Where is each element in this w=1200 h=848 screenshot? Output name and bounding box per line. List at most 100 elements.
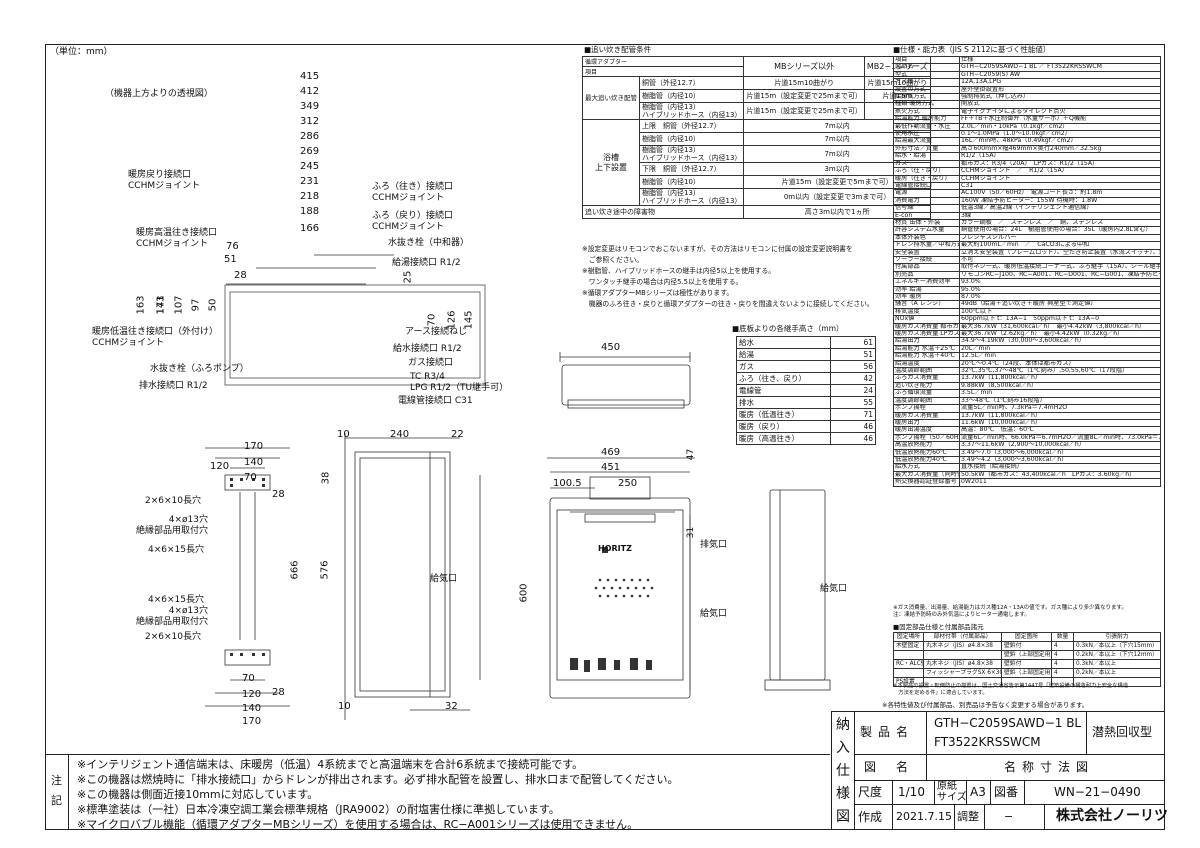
top-view-width-188: 188 [300, 206, 320, 217]
top-view-width-269: 269 [300, 146, 320, 157]
mount-dim-bottom-70: 70 [242, 673, 255, 684]
mount-dim-120: 120 [210, 461, 230, 472]
right-view-drawing [764, 489, 831, 691]
mount-dim-bottom-140: 140 [242, 703, 262, 714]
border-frame [45, 44, 1165, 830]
spec-value: 仕様 [959, 55, 1161, 65]
front-label-exhaust: 排気口 [700, 540, 728, 550]
front-view-drawing [547, 352, 695, 699]
paper-label: 原紙 サイズ [937, 781, 967, 803]
pipe-note: 機器のふろ往き・戻りと循環アダプターの往き・戻りを間違えないように接続してくださ… [582, 300, 874, 308]
title-block: 納入仕様図 製品名 GTH−C2059SAWD−1 BL FT3522KRSSW… [831, 711, 1168, 830]
spec-value: 3.5L／min [959, 389, 1161, 398]
note-line: ※標準塗装は（一社）日本冷凍空調工業会標準規格（JRA9002）の耐塩害仕様に準… [77, 803, 560, 816]
spec-item: 安全装置 [893, 248, 960, 257]
acc-cell: 壁鋲（上部固定用） [1001, 668, 1052, 678]
top-view-label-13: 電線管接続口 C31 [398, 396, 473, 406]
spec-item: 給湯能力 水温＋25℃ [893, 344, 960, 354]
spec-item: 給湯最大流量 [893, 137, 960, 146]
spec-item: 信号線 [893, 204, 960, 213]
bh-value: 55 [830, 396, 876, 409]
spec-item: 給湯温度 [893, 359, 960, 369]
acc-header: 引張耐力 [1073, 632, 1161, 642]
spec-value: 20L／min [959, 344, 1161, 354]
spec-item: 電線管接続口 [893, 181, 960, 191]
pipe-rows_lower-item: 樹脂管（内径10） [638, 175, 745, 189]
pipe-header-adapter: 循環アダプター [581, 56, 745, 67]
drawing-name: 名称寸法図 [1004, 760, 1095, 774]
title-side-char: 入 [836, 740, 850, 756]
bh-item: ふろ（往き、戻り） [736, 372, 831, 385]
company-logo: 株式会社ノーリツ [1056, 808, 1168, 824]
acc-cell [893, 650, 924, 660]
pipe-header-item: 項目 [581, 66, 745, 77]
spec-value: 直水接続（給湯接続） [959, 463, 1161, 472]
spec-item: 暖房出湯温度 [893, 426, 960, 435]
pipe-rows_upper-item: 上限 銅管（外径12.7） [638, 119, 745, 133]
top-view-label-10: 給水接続口 R1/2 [393, 344, 462, 354]
side-dim-38: 38 [320, 471, 332, 485]
spec-value: 屋外壁掛設置形 [959, 85, 1161, 95]
spec-item: 給湯能力 暖房能力 [893, 115, 960, 124]
bh-item: 給湯 [736, 348, 831, 361]
top-view-height-right-70: 70 [426, 313, 438, 327]
pipe-group1: 最大追い炊き配管 [582, 76, 640, 120]
spec-value: 33〜48℃（1℃刻み16段階） [959, 396, 1161, 406]
acc-cell: 壁鋲（上部固定用） [1001, 650, 1052, 660]
spec-item: 消費電力 [893, 196, 960, 206]
mount-dim-70: 70 [244, 472, 257, 483]
mount-label-3: 4×6×15長穴 [148, 595, 204, 605]
front-dim-31: 31 [686, 526, 697, 539]
spec-item: 項目 [893, 55, 960, 65]
paper-size: A3 [970, 785, 986, 799]
spec-item: 製品名 [893, 63, 960, 72]
spec-value: 開放式 [959, 100, 1161, 109]
acc-cell: 4 [1051, 659, 1074, 669]
spec-item: ふろ（往・戻り） [893, 167, 960, 176]
title-side-label: 納入仕様図 [832, 712, 855, 829]
spec-item: 熱交換器認証登録番号 [893, 478, 960, 487]
acc-cell [893, 668, 924, 678]
top-view-label-2: 暖房低温往き接続口（外付け） CCHMジョイント [92, 327, 219, 348]
top-view-label-9: アース接続ねじ [405, 327, 468, 337]
spec-item: 最低作動流量・水圧 [893, 122, 960, 132]
check-label: 調整 [957, 810, 979, 823]
spec-item: 設置の方式 [893, 85, 960, 95]
spec-item: 使用水圧 [893, 130, 960, 139]
spec-value: 立消え安全装置（フレームロッド）、空だき防止装置（水流スイッチ）、過熱防止装置（… [959, 248, 1161, 257]
spec-value: プレシャスシルバー [959, 233, 1161, 243]
bh-item: 暖房（戻り） [736, 420, 831, 433]
mount-label-4: 4×ø13穴 絶縁部品用取付穴 [136, 606, 209, 627]
spec-item: ガス [893, 159, 960, 169]
spec-value: 13.7kW（11,800kcal／h） [959, 411, 1161, 420]
mount-dim-28: 28 [272, 489, 285, 500]
title-side-char: 図 [836, 809, 850, 825]
bh-value: 46 [830, 420, 876, 433]
spec-item: E-con [893, 211, 960, 220]
bh-value: 24 [830, 384, 876, 397]
product-name-1: GTH−C2059SAWD−1 BL [934, 716, 1082, 730]
spec-value: AC100V（50／60Hz） 電源コード長さ：約1.8m [959, 189, 1161, 198]
top-view-width-415: 415 [300, 71, 320, 82]
spec-value: 13.7kW（11,800kcal／h） [959, 374, 1161, 383]
spec-value: 87.0% [959, 292, 1161, 302]
drawing-label: 図名 [864, 760, 929, 774]
spec-value: CCHMジョイント [959, 174, 1161, 183]
spec-value: 3.49〜4.2（3,000〜3,600kcal／h） [959, 455, 1161, 465]
top-view-width-166: 166 [300, 223, 320, 234]
pipe-r1-mb: 片道15m（設定変更で25mまで可） [743, 89, 865, 103]
bh-value: 61 [830, 336, 876, 349]
pipe-r1-item: 樹脂管（内径10） [638, 89, 745, 103]
pipe-r1-item: 銅管（外径12.7） [638, 76, 745, 90]
acc-cell: 木壁固定 [893, 641, 924, 651]
note-line: ※インテリジェント通信端末は、床暖房（低温）4系統までと高温端末を合計6系統まで… [77, 758, 584, 771]
mount-dim-bottom-120: 120 [242, 689, 262, 700]
right-label-intake: 給気口 [820, 584, 848, 594]
spec-item: 給水・給湯 [893, 152, 960, 161]
pipe-rows_upper-item: 樹脂管（内径10） [638, 132, 745, 146]
spec-value: 流量5L／min時、7.3kPa＝7.4mH2O [959, 404, 1161, 413]
spec-value: 2.0L／min・10kPa（0.1kgf／cm2） [959, 122, 1161, 132]
top-view-height-141: 141 [155, 295, 167, 315]
spec-item: 外形寸法／質量 [893, 144, 960, 154]
